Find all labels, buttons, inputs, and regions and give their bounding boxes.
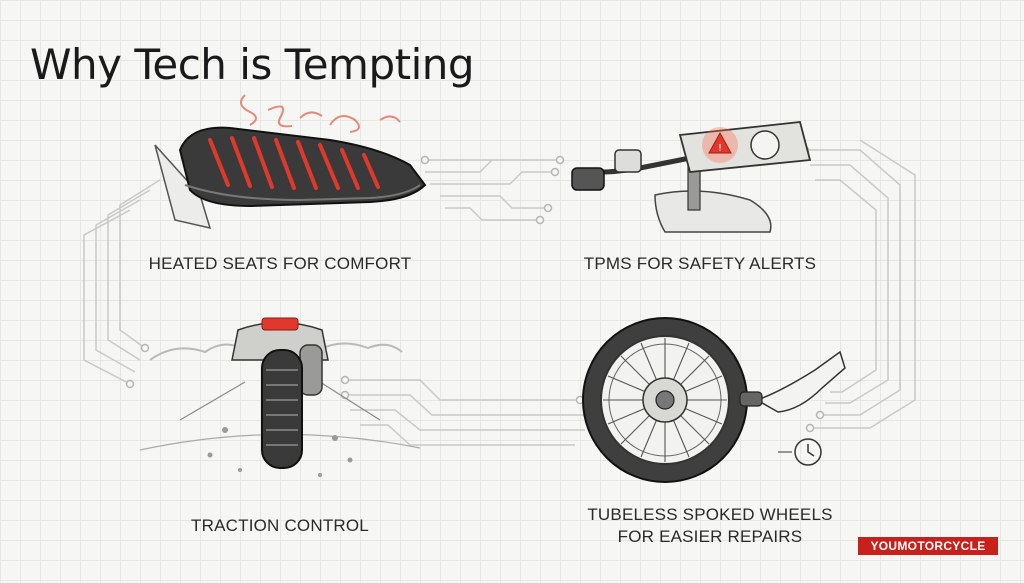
tubeless-wheels-caption: TUBELESS SPOKED WHEELS FOR EASIER REPAIR… — [560, 504, 860, 548]
traction-control-caption: TRACTION CONTROL — [191, 516, 369, 535]
circuit-traces — [83, 139, 916, 446]
page-title: Why Tech is Tempting — [30, 40, 475, 89]
clock-icon — [794, 438, 822, 466]
tpms-caption: TPMS FOR SAFETY ALERTS — [583, 254, 817, 273]
tubeless-wheels-caption-line-1: TUBELESS SPOKED WHEELS — [587, 505, 833, 524]
heated-seat-illustration — [154, 94, 427, 230]
brand-watermark: YOUMOTORCYCLE — [858, 537, 998, 555]
tpms-illustration: ! — [571, 121, 812, 233]
tubeless-wheels-caption-line-2: FOR EASIER REPAIRS — [617, 527, 803, 546]
heated-seats-caption: HEATED SEATS FOR COMFORT — [148, 254, 412, 273]
spoked-wheel-illustration — [582, 317, 846, 483]
svg-text:!: ! — [718, 143, 722, 154]
traction-control-illustration — [139, 317, 421, 477]
